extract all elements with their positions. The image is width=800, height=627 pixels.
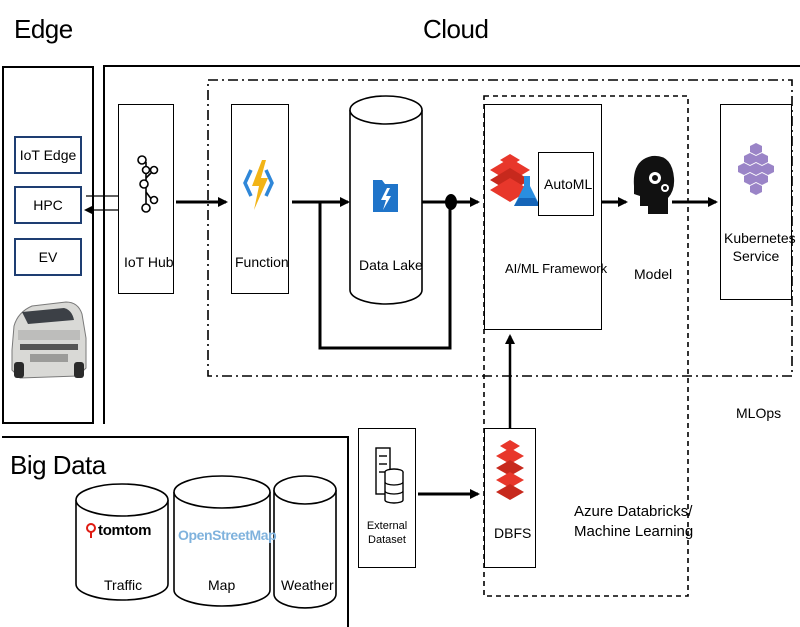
big-data-frame [2, 436, 349, 627]
edge-item-iot-edge: IoT Edge [14, 136, 82, 174]
azure-label-line1: Azure Databricks/ [574, 503, 693, 520]
iot-edge-label: IoT Edge [19, 147, 77, 163]
external-dataset-label-line1: External [366, 520, 408, 532]
kubernetes-label-line2: Service [732, 247, 780, 264]
traffic-label: Traffic [104, 577, 143, 593]
azure-label-line2: Machine Learning [574, 522, 694, 540]
aiml-framework-node [484, 104, 602, 330]
kubernetes-label: Kubernetes Service [724, 230, 796, 265]
aiml-framework-label: AI/ML Framework [505, 261, 608, 276]
mlops-label: MLOps [736, 405, 782, 421]
map-cylinder [173, 475, 271, 607]
weather-cylinder [273, 475, 337, 609]
external-dataset-label-line2: Dataset [368, 533, 406, 546]
weather-label: Weather [281, 577, 334, 593]
big-data-title: Big Data [10, 450, 106, 480]
function-label: Function [235, 254, 289, 270]
kubernetes-label-line1: Kubernetes [724, 230, 796, 246]
cloud-frame [103, 65, 800, 424]
external-dataset-label: External Dataset [360, 520, 414, 548]
traffic-cylinder [75, 483, 169, 601]
edge-title: Edge [14, 14, 73, 44]
edge-frame [2, 66, 94, 424]
automl-label: AutoML [544, 176, 593, 192]
model-label: Model [634, 266, 673, 282]
dbfs-node [484, 428, 536, 568]
edge-item-ev: EV [14, 238, 82, 276]
map-label: Map [208, 577, 236, 593]
tomtom-logo: tomtom [98, 522, 152, 539]
automl-node [538, 152, 594, 216]
kubernetes-node [720, 104, 792, 300]
azure-frame [483, 95, 689, 597]
dbfs-label: DBFS [494, 525, 532, 541]
iot-hub-label: IoT Hub [124, 254, 174, 270]
cloud-title: Cloud [423, 14, 489, 44]
hpc-label: HPC [33, 197, 63, 213]
data-lake-label: Data Lake [359, 257, 423, 273]
azure-databricks-label: Azure Databricks/ Machine Learning [574, 502, 693, 541]
edge-item-hpc: HPC [14, 186, 82, 224]
iot-hub-node [118, 104, 174, 294]
ev-label: EV [38, 249, 58, 265]
openstreetmap-logo: OpenStreetMap [178, 527, 277, 543]
